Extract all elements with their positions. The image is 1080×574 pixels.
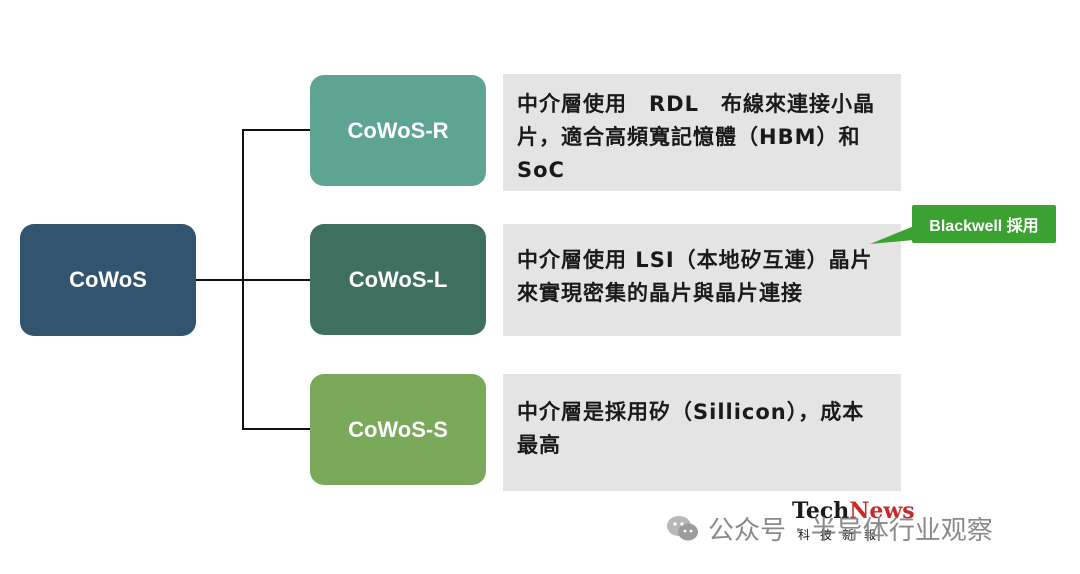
branch-node-cowos-s: CoWoS-S (310, 374, 486, 485)
description-box-cowos-s: 中介層是採用矽（Sillicon），成本 最高 (503, 374, 901, 491)
description-line: 中介層是採用矽（Sillicon），成本 (517, 400, 865, 424)
root-label: CoWoS (69, 267, 147, 292)
description-line: 最高 (517, 433, 561, 457)
description-line: 中介層使用 RDL 布線來連接小晶 (517, 92, 875, 116)
branch-node-cowos-r: CoWoS-R (310, 75, 486, 186)
description-box-cowos-r: 中介層使用 RDL 布線來連接小晶 片，適合高頻寬記憶體（HBM）和 SoC (503, 74, 901, 191)
branch-connector-l (242, 279, 310, 281)
branch-label: CoWoS-R (347, 117, 449, 143)
branch-node-cowos-l: CoWoS-L (310, 224, 486, 335)
branch-connector-r (242, 129, 310, 131)
brand-subtitle: 科技新報 (798, 528, 887, 542)
root-node: CoWoS (20, 224, 196, 336)
description-line: 來實現密集的晶片與晶片連接 (517, 281, 803, 305)
description-box-cowos-l: 中介層使用 LSI（本地矽互連）晶片 來實現密集的晶片與晶片連接 (503, 224, 901, 336)
branch-label: CoWoS-S (348, 416, 448, 442)
description-line: 片，適合高頻寬記憶體（HBM）和 (517, 125, 861, 149)
description-line: 中介層使用 LSI（本地矽互連）晶片 (517, 248, 873, 272)
brand-tech: Tech (792, 498, 850, 524)
root-connector (196, 279, 243, 281)
brand-news: News (849, 498, 915, 524)
description-line: SoC (517, 158, 565, 182)
branch-connector-s (242, 428, 310, 430)
watermark: 公众号 · 半导体行业观察 (666, 510, 993, 547)
callout-text: Blackwell 採用 (929, 218, 1039, 235)
callout-pointer (870, 226, 914, 244)
wechat-icon (667, 515, 698, 540)
callout-blackwell: Blackwell 採用 (912, 205, 1056, 243)
watermark-text: 公众号 · 半导体行业观察 (708, 516, 993, 546)
technews-logo: TechNews (792, 498, 915, 524)
branch-label: CoWoS-L (348, 266, 448, 292)
